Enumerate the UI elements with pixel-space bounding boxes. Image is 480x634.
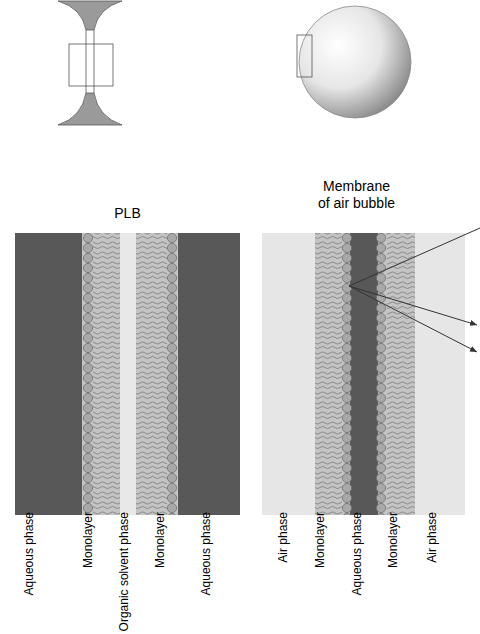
lipid-tails [93, 233, 120, 515]
phase-label: Monolayer [313, 512, 328, 568]
lipid-heads [375, 233, 387, 515]
zoom-box [69, 44, 113, 86]
holder-top [58, 1, 122, 30]
phase-label: Monolayer [153, 512, 168, 568]
panel-heading: PLB [114, 205, 140, 222]
lipid-heads [166, 233, 178, 515]
membrane-panel: PLB [15, 233, 240, 515]
lipid-tails [387, 233, 415, 515]
lipid-tails [315, 233, 342, 515]
phase-label: Aqueous phase [22, 512, 37, 595]
lipid-heads [341, 233, 353, 515]
monolayer-band [136, 233, 178, 515]
phase-label: Monolayer [386, 512, 401, 568]
solvent-phase [120, 233, 136, 515]
phase-label: Aqueous phase [199, 512, 214, 595]
holder-wall [94, 30, 95, 93]
monolayer-band [82, 233, 120, 515]
phase-label: Organic solvent phase [117, 512, 132, 631]
reflected-ray [349, 286, 477, 352]
air-phase [262, 233, 465, 515]
panel-heading: Membrane of air bubble [316, 178, 397, 212]
phase-label: Air phase [276, 512, 291, 563]
zoom-box [297, 35, 312, 77]
air-bubble [299, 6, 411, 118]
membrane-panel: Membrane of air bubble [262, 233, 465, 515]
lipid-tails [136, 233, 167, 515]
lipid-heads [82, 233, 94, 515]
phase-label: Air phase [425, 512, 440, 563]
holder-wall [86, 30, 87, 93]
phase-label: Monolayer [81, 512, 96, 568]
aqueous-phase [15, 233, 240, 515]
holder-bottom [58, 93, 122, 125]
incident-ray [349, 228, 480, 286]
phase-label: Aqueous phase [350, 512, 365, 595]
